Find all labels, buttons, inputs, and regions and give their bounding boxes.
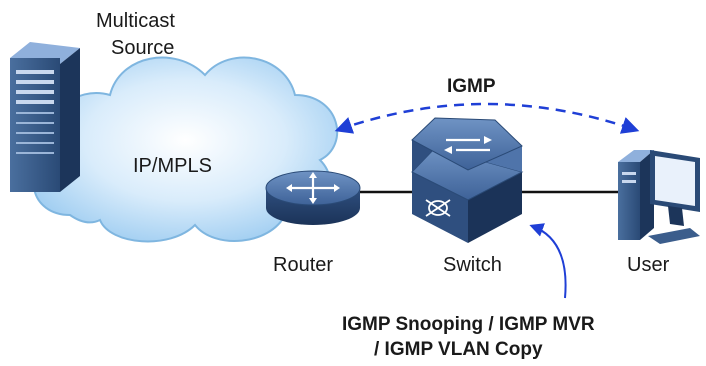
user-label: User [627, 254, 670, 276]
feature-label-line1: IGMP Snooping / IGMP MVR [342, 314, 595, 335]
feature-pointer-arrow [529, 223, 567, 299]
router-icon [265, 170, 361, 225]
source-label-line1: Multicast [96, 10, 175, 32]
server-icon [10, 42, 80, 192]
igmp-arrow [334, 102, 640, 134]
feature-label-line2: / IGMP VLAN Copy [374, 339, 543, 360]
source-label-line2: Source [111, 37, 175, 59]
router-label: Router [273, 254, 334, 276]
igmp-label: IGMP [447, 76, 496, 97]
switch-icon [411, 117, 524, 243]
switch-label: Switch [443, 254, 502, 276]
cloud-label: IP/MPLS [133, 155, 212, 177]
desktop-computer-icon [618, 150, 700, 244]
